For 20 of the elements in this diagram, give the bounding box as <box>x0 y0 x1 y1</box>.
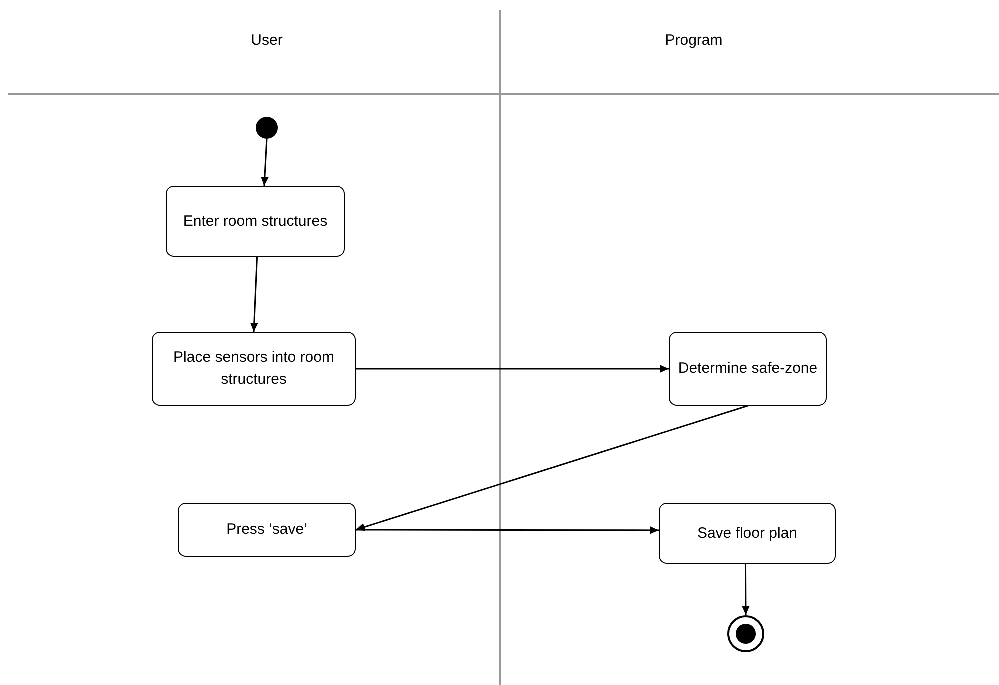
activity-label: Place sensors into room structures <box>172 348 336 390</box>
arrow <box>356 526 659 534</box>
initial-node <box>256 117 278 139</box>
lane-header: Program <box>665 30 723 51</box>
activity-box <box>659 503 836 564</box>
activity-box <box>166 186 345 257</box>
activity-box <box>178 503 356 557</box>
activity-label: Determine safe-zone <box>678 359 818 379</box>
activity-label: Save floor plan <box>697 524 798 544</box>
activity-box <box>152 332 356 406</box>
arrow <box>250 256 258 332</box>
arrow <box>356 405 748 532</box>
arrow <box>742 564 750 615</box>
activity-box <box>669 332 827 406</box>
final-node <box>727 615 765 653</box>
arrow <box>260 138 269 186</box>
arrow <box>356 365 669 373</box>
activity-label: Enter room structures <box>183 212 328 232</box>
activity-label: Press ‘save’ <box>226 520 308 540</box>
lane-header: User <box>251 30 283 51</box>
